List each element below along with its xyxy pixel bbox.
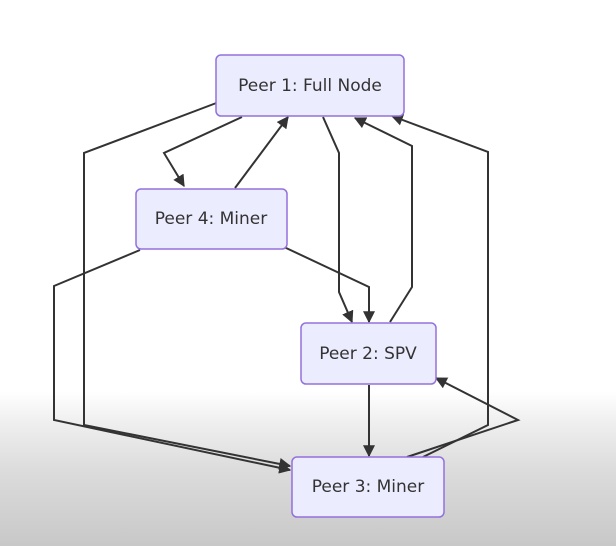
edge-peer3-to-peer1 [390,114,489,458]
edge-peer1-to-peer2 [322,116,354,324]
edge-peer1-to-peer4 [162,116,243,188]
edge-peer2-to-peer1 [353,117,413,323]
node-peer1-label: Peer 1: Full Node [238,76,382,96]
edges-layer [53,101,521,474]
edge-peer3-to-peer2 [406,377,521,458]
node-peer2-label: Peer 2: SPV [319,344,417,364]
edge-peer4-to-peer2 [283,246,375,324]
node-peer4[interactable]: Peer 4: Miner [135,188,288,250]
node-peer1[interactable]: Peer 1: Full Node [215,54,405,117]
node-peer2[interactable]: Peer 2: SPV [300,322,437,385]
edge-peer1-to-peer3 [83,101,292,470]
edge-peer4-to-peer3 [53,249,292,474]
node-peer4-label: Peer 4: Miner [155,209,268,229]
node-peer3[interactable]: Peer 3: Miner [291,456,445,518]
nodes-layer: Peer 1: Full Node Peer 4: Miner Peer 2: … [135,54,445,518]
edge-peer4-to-peer1 [234,116,289,189]
node-peer3-label: Peer 3: Miner [312,477,425,497]
